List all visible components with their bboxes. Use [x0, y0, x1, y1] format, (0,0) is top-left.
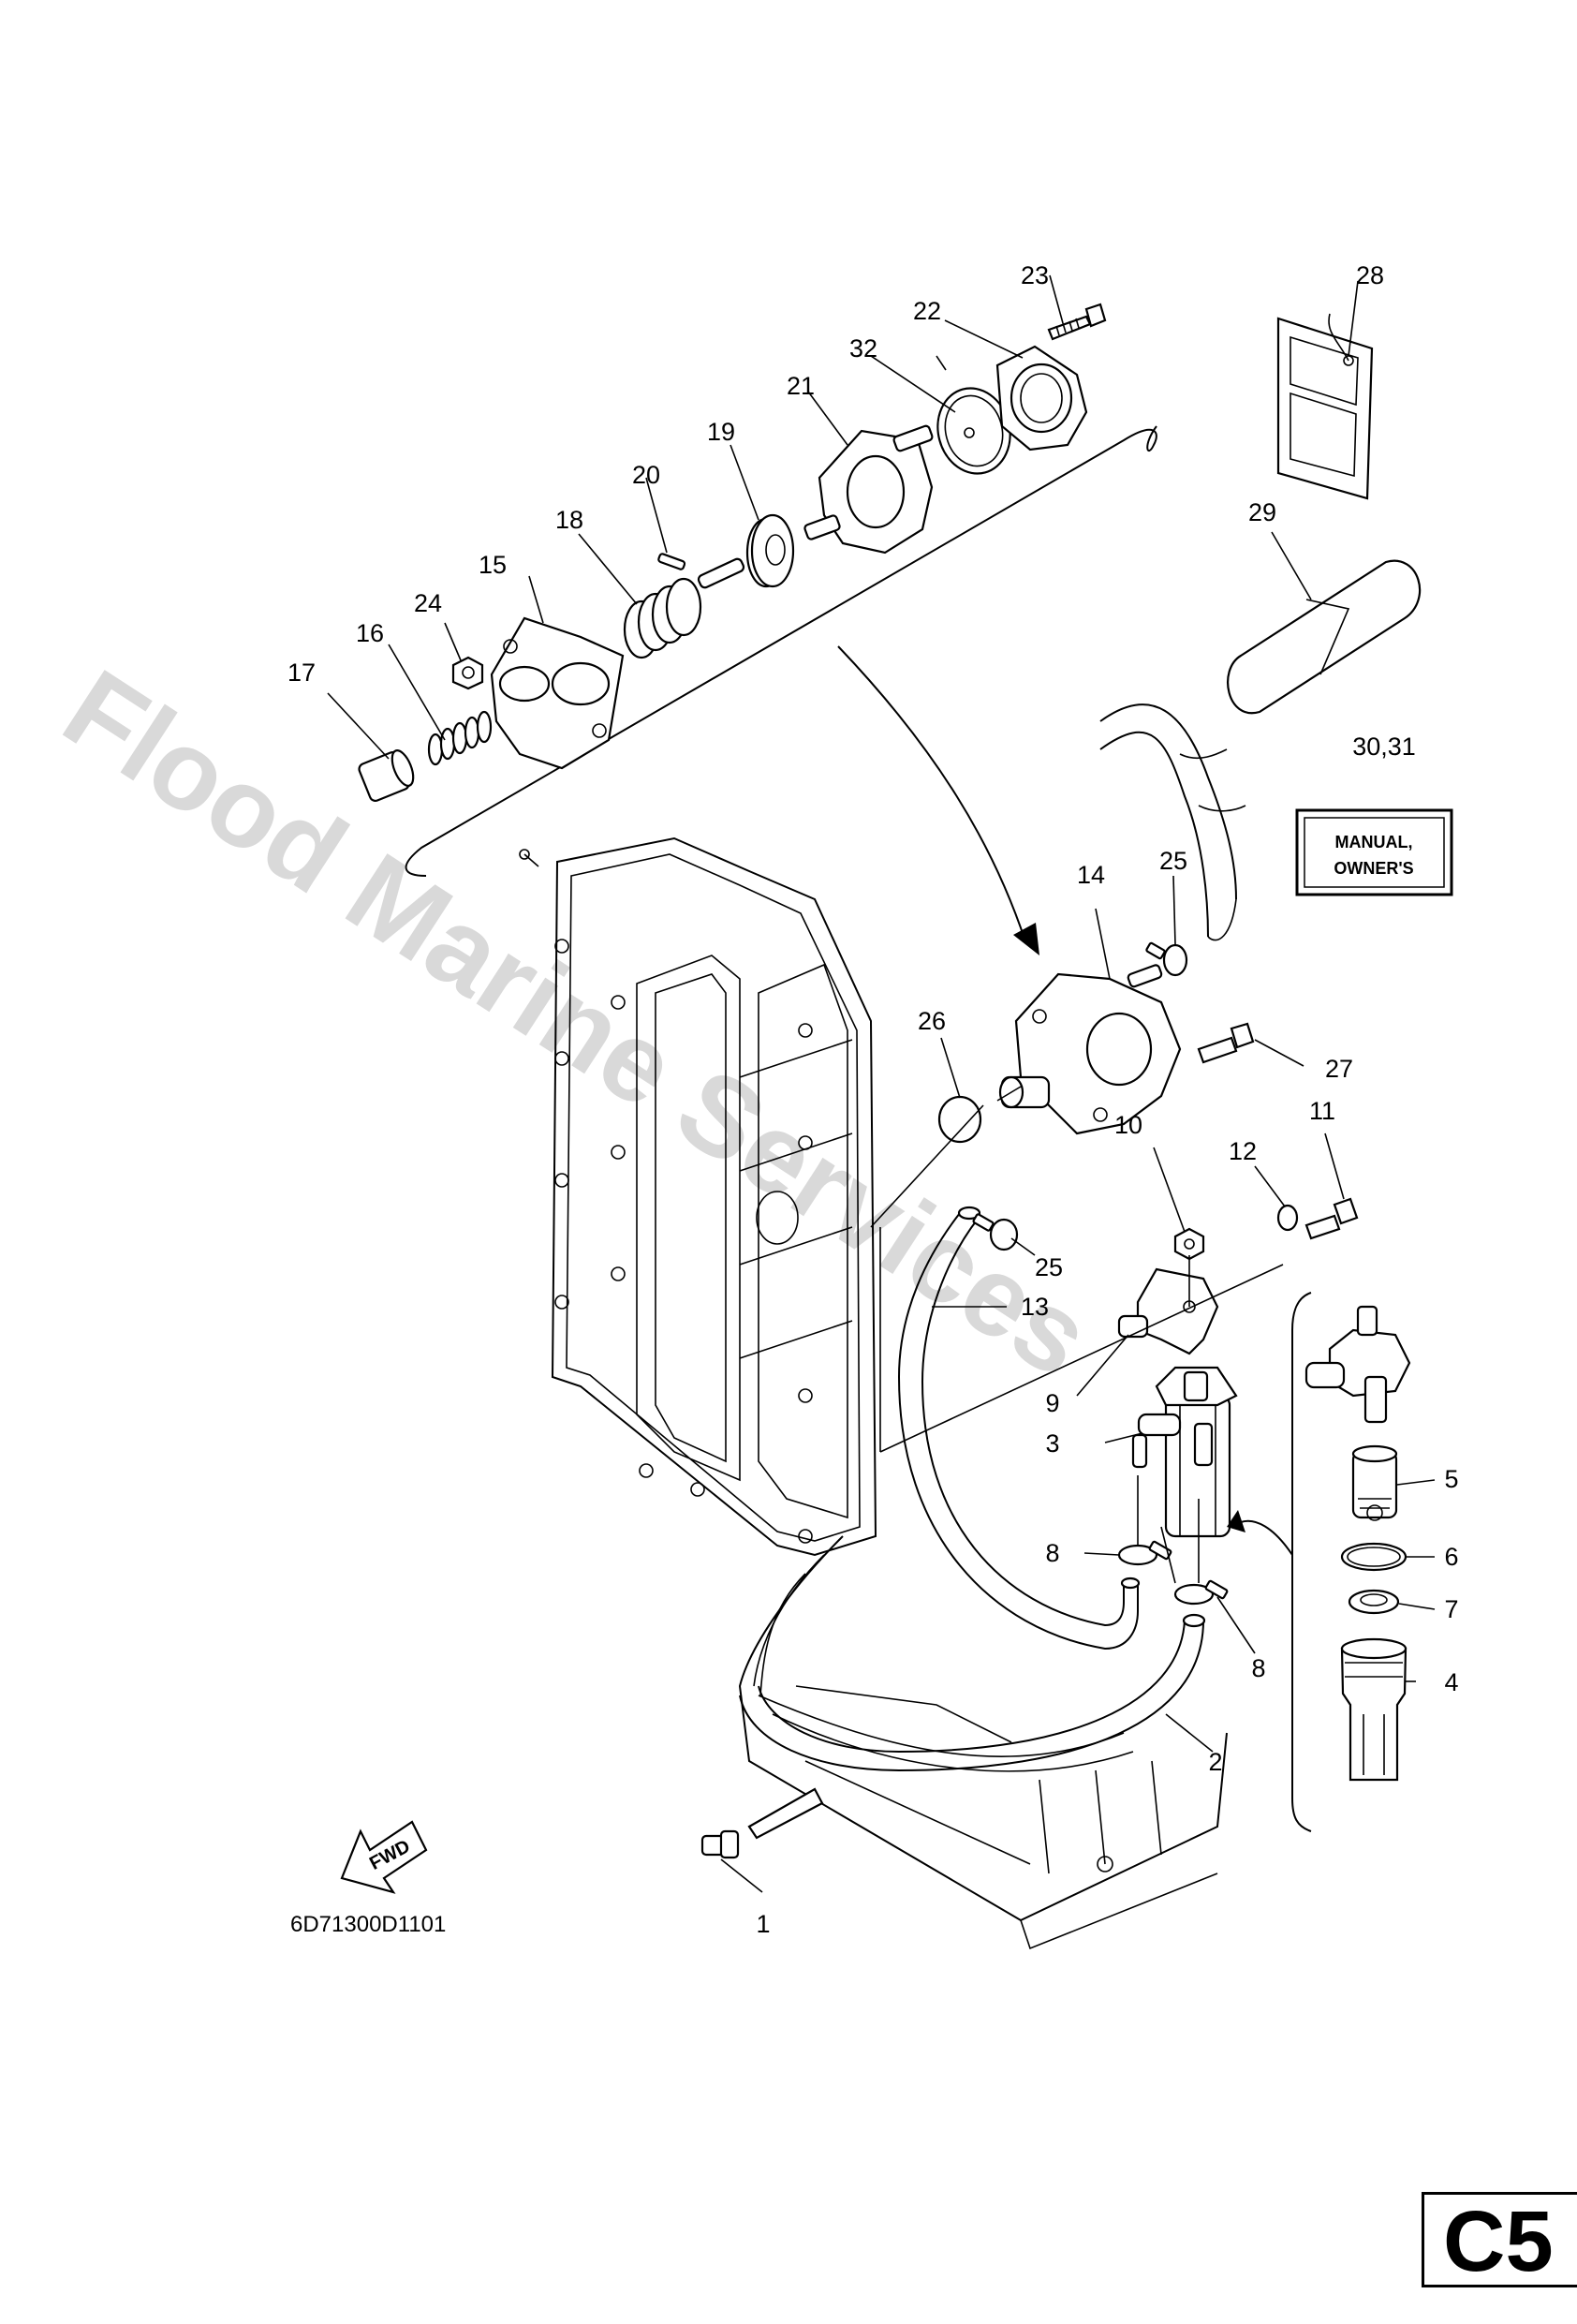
callout-28: 28 [1356, 261, 1384, 289]
callout-24: 24 [414, 589, 442, 617]
part-24-nut [451, 656, 484, 690]
callout-6: 6 [1444, 1543, 1458, 1571]
callout-21: 21 [787, 372, 815, 400]
callout-23: 23 [1021, 261, 1049, 289]
part-8-clip-right [1173, 1579, 1229, 1606]
part-2-fuel-hose [739, 1613, 1206, 1772]
filter-detail-bracket [1291, 1292, 1312, 1832]
callout-10: 10 [1114, 1111, 1142, 1139]
callout-2: 2 [1208, 1748, 1222, 1776]
part-1-plug [700, 1829, 740, 1859]
part-21-thermostat-housing [803, 424, 934, 555]
part-3-fuel-filter [1131, 1366, 1238, 1538]
page-section-badge: C5 [1422, 2192, 1577, 2287]
callout-30-31: 30,31 [1352, 733, 1416, 761]
callout-19: 19 [707, 418, 735, 446]
part-11-bolt [1304, 1197, 1359, 1240]
callout-9: 9 [1045, 1389, 1059, 1417]
callout-25-upper: 25 [1159, 847, 1187, 875]
part-30-31-owners-manual: MANUAL, OWNER'S [1295, 808, 1453, 896]
part-4-filter-cup [1340, 1637, 1408, 1782]
callout-27: 27 [1325, 1055, 1353, 1083]
part-18-spring [623, 577, 702, 659]
part-15-thermostat-cover [490, 616, 625, 770]
part-25-clip-upper [1145, 941, 1188, 977]
callout-13: 13 [1021, 1293, 1049, 1321]
callout-labels: 1 2 3 4 5 6 7 8 8 9 10 11 12 13 14 15 16… [287, 261, 1459, 1938]
callout-3: 3 [1045, 1429, 1059, 1458]
diagram-code: 6D71300D1101 [290, 1912, 446, 1937]
part-20-pin [657, 553, 686, 570]
part-8-clip-left [1117, 1540, 1172, 1566]
filter-reference-lines [1137, 1475, 1200, 1584]
bottom-cowling [738, 1535, 1228, 1950]
part-13-hose [897, 1206, 1141, 1650]
bracket-reference-line [879, 1227, 1284, 1453]
filter-cap-assembly [1304, 1305, 1411, 1424]
manual-tag-line2: OWNER'S [1334, 859, 1413, 878]
callout-11: 11 [1309, 1097, 1335, 1125]
callout-8-right: 8 [1251, 1654, 1265, 1682]
part-10-nut [1173, 1227, 1205, 1261]
callout-8-left: 8 [1045, 1539, 1059, 1567]
bypass-hose [1099, 703, 1246, 941]
filter-detail-arrow [1240, 1519, 1293, 1556]
cylinder-head-block [519, 836, 877, 1557]
part-7-retaining-nut [1348, 1589, 1400, 1615]
group-pointer-arrow [837, 645, 1026, 942]
manual-tag-line1: MANUAL, [1335, 833, 1413, 851]
callout-26: 26 [918, 1007, 946, 1035]
group-pointer-arrowhead [1013, 923, 1039, 955]
page-section-label: C5 [1443, 2194, 1554, 2287]
callout-29: 29 [1248, 498, 1276, 526]
thermostat-group-bracket [405, 425, 1157, 877]
callout-4: 4 [1444, 1668, 1458, 1696]
assembly-reference-line [870, 1086, 1022, 1228]
callout-7: 7 [1444, 1595, 1458, 1623]
part-19-thermostat [697, 513, 795, 589]
part-17-plug [358, 749, 415, 803]
cowling-pipe [747, 1787, 824, 1840]
part-16-spring [427, 710, 493, 766]
part-12-washer [1276, 1204, 1299, 1232]
part-23-bolt [1047, 303, 1107, 341]
callout-14: 14 [1077, 861, 1105, 889]
part-25-clip-lower [972, 1213, 1019, 1251]
callout-5: 5 [1444, 1465, 1458, 1493]
callout-22: 22 [913, 297, 941, 325]
callout-16: 16 [356, 619, 384, 647]
part-27-bolt [1197, 1022, 1255, 1064]
callout-20: 20 [632, 461, 660, 489]
part-28-tag [1276, 313, 1374, 500]
filter-detail-arrowhead [1227, 1510, 1245, 1532]
part-14-thermostat-assembly [998, 964, 1182, 1135]
fwd-arrow-icon: FWD [340, 1820, 428, 1894]
callout-25-lower: 25 [1035, 1253, 1063, 1281]
part-5-filter-element [1351, 1444, 1398, 1521]
part-6-o-ring [1340, 1542, 1408, 1572]
part-22-cover [995, 345, 1088, 451]
leader-lines [327, 274, 1436, 1893]
callout-17: 17 [287, 659, 316, 687]
part-26-gasket [937, 1095, 982, 1144]
callout-1: 1 [756, 1910, 770, 1938]
part-29-bag [1227, 559, 1422, 715]
part-9-bracket [1117, 1267, 1219, 1355]
callout-32: 32 [849, 334, 877, 363]
callout-15: 15 [479, 551, 507, 579]
callout-12: 12 [1229, 1137, 1257, 1165]
callout-18: 18 [555, 506, 583, 534]
